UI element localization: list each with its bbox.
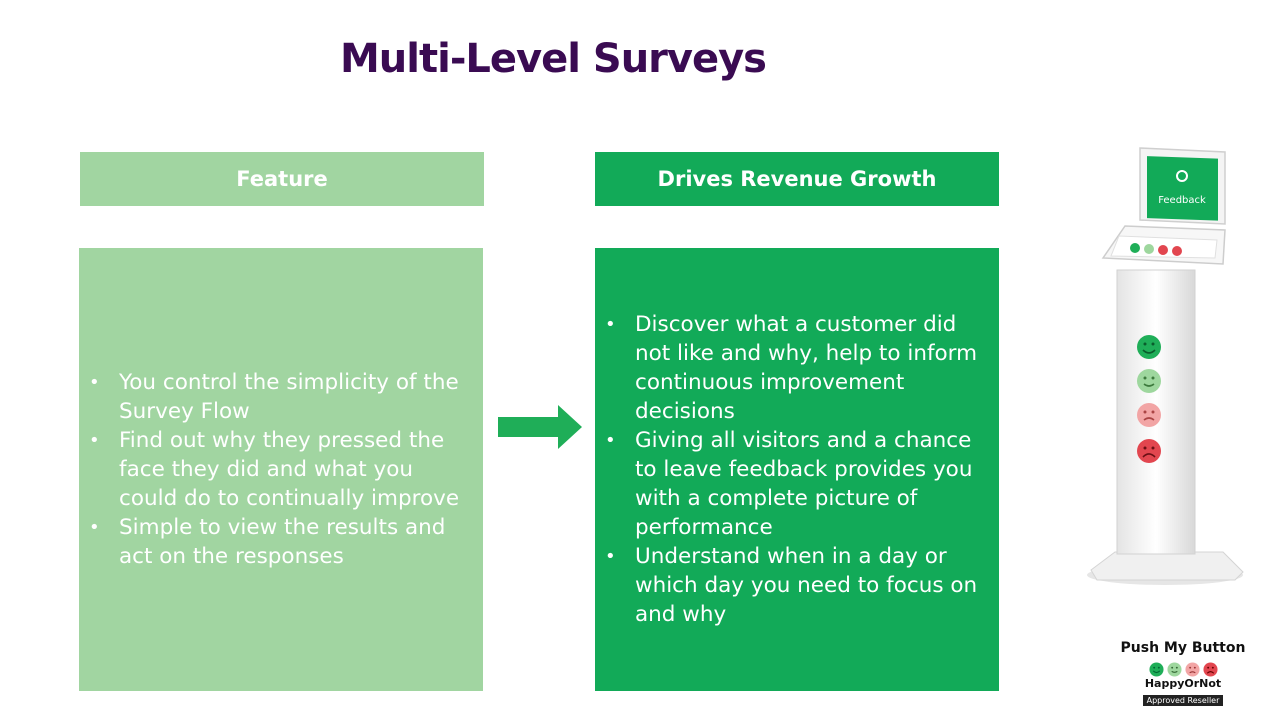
reseller-badge: Approved Reseller xyxy=(1142,695,1224,706)
revenue-item: Understand when in a day or which day yo… xyxy=(605,542,991,629)
kiosk-screen-label: Feedback xyxy=(1158,195,1206,206)
logo-title: Push My Button xyxy=(1120,640,1246,656)
feature-item: Find out why they pressed the face they … xyxy=(89,426,475,513)
feature-list: You control the simplicity of the Survey… xyxy=(89,368,475,571)
slightly-happy-face-icon xyxy=(1137,369,1161,393)
logo-faces xyxy=(1110,662,1256,677)
feature-item: Simple to view the results and act on th… xyxy=(89,513,475,571)
feedback-kiosk-image: Feedback xyxy=(1087,147,1244,585)
revenue-list: Discover what a customer did not like an… xyxy=(605,310,991,629)
feature-panel: You control the simplicity of the Survey… xyxy=(79,248,483,691)
slightly-unhappy-face-icon xyxy=(1184,662,1200,677)
revenue-header: Drives Revenue Growth xyxy=(595,152,999,206)
right-arrow-icon xyxy=(498,405,582,449)
feature-header: Feature xyxy=(80,152,484,206)
slide-title: Multi-Level Surveys xyxy=(340,36,767,82)
revenue-item: Discover what a customer did not like an… xyxy=(605,310,991,426)
feature-item: You control the simplicity of the Survey… xyxy=(89,368,475,426)
slightly-happy-face-icon xyxy=(1166,662,1182,677)
happy-face-icon xyxy=(1148,662,1164,677)
push-my-button-logo: Push My Button HappyOrNot Approved Resel… xyxy=(1110,640,1256,708)
unhappy-face-icon xyxy=(1202,662,1218,677)
revenue-panel: Discover what a customer did not like an… xyxy=(595,248,999,691)
unhappy-face-icon xyxy=(1137,439,1161,463)
happy-face-icon xyxy=(1137,335,1161,359)
slightly-unhappy-face-icon xyxy=(1137,403,1161,427)
brand-name: HappyOrNot xyxy=(1144,677,1222,690)
revenue-item: Giving all visitors and a chance to leav… xyxy=(605,426,991,542)
